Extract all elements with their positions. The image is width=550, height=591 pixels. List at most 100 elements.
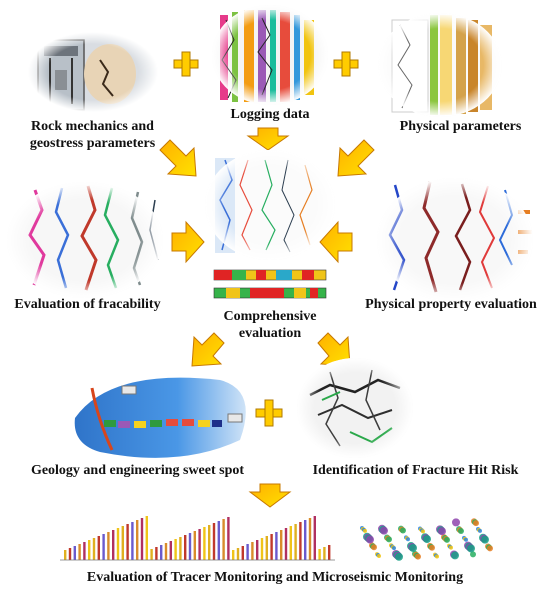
tracer-bar bbox=[318, 549, 321, 560]
tracer-bar bbox=[232, 550, 235, 560]
tracer-bar bbox=[97, 536, 100, 560]
microseismic-event bbox=[435, 554, 439, 559]
tracer-bar bbox=[299, 522, 302, 560]
tracer-bar bbox=[227, 517, 230, 560]
tracer-bar bbox=[246, 544, 249, 560]
microseismic-event bbox=[449, 545, 453, 550]
label-physical-parameters: Physical parameters bbox=[399, 119, 522, 134]
label-comprehensive: Comprehensive evaluation bbox=[223, 309, 317, 341]
tracer-bar bbox=[284, 528, 288, 560]
tracer-bar bbox=[294, 524, 297, 560]
tracer-bar bbox=[140, 518, 144, 560]
tracer-bar bbox=[150, 549, 153, 560]
logging-data-image bbox=[212, 5, 328, 105]
label-fracability: Evaluation of fracability bbox=[14, 297, 161, 312]
tracer-bar bbox=[308, 518, 312, 560]
label-fracture-hit: Identification of Fracture Hit Risk bbox=[312, 463, 519, 478]
tracer-bar bbox=[208, 525, 211, 560]
tracer-bar bbox=[112, 530, 115, 560]
arrow-diag-right bbox=[337, 139, 375, 177]
tracer-bar bbox=[73, 546, 76, 560]
microseismic-event bbox=[371, 544, 377, 551]
tracer-bar bbox=[212, 523, 216, 560]
microseismic-event bbox=[409, 543, 417, 552]
microseismic-event bbox=[451, 551, 459, 560]
tracer-bar bbox=[280, 530, 283, 560]
tracer-bar bbox=[222, 519, 225, 560]
tracer-bar bbox=[126, 524, 129, 560]
microseismic-event bbox=[467, 544, 475, 553]
label-rock-mechanics: Rock mechanics and geostress parameters bbox=[29, 119, 156, 151]
microseismic-event bbox=[481, 535, 489, 544]
tracer-bar bbox=[107, 532, 110, 560]
label-sweet-spot: Geology and engineering sweet spot bbox=[30, 463, 245, 478]
evaluation-bar-1 bbox=[213, 269, 327, 281]
sweet-spot-image bbox=[74, 377, 246, 458]
microseismic-event bbox=[438, 527, 446, 536]
microseismic-event bbox=[392, 546, 396, 551]
tracer-bar bbox=[270, 534, 273, 560]
microseismic-event bbox=[458, 528, 464, 535]
microseismic-event bbox=[363, 528, 367, 533]
microseismic-event bbox=[470, 551, 476, 558]
tracer-bar bbox=[328, 545, 331, 560]
microseismic-event bbox=[366, 535, 374, 544]
microseismic-event bbox=[386, 536, 392, 543]
microseismic-event bbox=[380, 526, 388, 535]
tracer-bar bbox=[179, 537, 182, 560]
tracer-bar bbox=[131, 522, 134, 560]
physical-property-image bbox=[377, 178, 533, 302]
tracer-bar bbox=[78, 544, 81, 560]
tracer-bar bbox=[256, 540, 259, 560]
tracer-bar bbox=[289, 526, 292, 560]
tracer-bar bbox=[260, 538, 264, 560]
tracer-bar bbox=[323, 547, 326, 560]
tracer-bar bbox=[188, 533, 192, 560]
microseismic-event bbox=[473, 520, 479, 527]
evaluation-bar-2 bbox=[213, 287, 327, 299]
tracer-bar bbox=[304, 520, 307, 560]
microseismic-cloud-image bbox=[360, 518, 493, 561]
tracer-bar bbox=[193, 531, 196, 560]
microseismic-event bbox=[400, 527, 406, 534]
microseismic-event bbox=[452, 518, 460, 527]
tracer-bar bbox=[198, 529, 201, 560]
tracer-bar bbox=[68, 548, 72, 560]
fracability-image bbox=[7, 182, 163, 298]
plus-sign-2 bbox=[333, 51, 359, 77]
tracer-bar bbox=[83, 542, 86, 560]
tracer-bar bbox=[92, 538, 96, 560]
tracer-bar bbox=[102, 534, 105, 560]
tracer-bar bbox=[116, 528, 120, 560]
comprehensive-logs-image bbox=[205, 150, 335, 260]
microseismic-event bbox=[423, 535, 431, 544]
tracer-bar bbox=[236, 548, 240, 560]
tracer-bar bbox=[184, 535, 187, 560]
microseismic-event bbox=[464, 537, 468, 542]
tracer-bar bbox=[88, 540, 91, 560]
microseismic-event bbox=[406, 537, 410, 542]
fracture-network-image bbox=[297, 358, 413, 458]
physical-parameters-image bbox=[378, 13, 502, 117]
tracer-bar bbox=[174, 539, 177, 560]
microseismic-event bbox=[487, 545, 493, 552]
microseismic-event bbox=[429, 544, 435, 551]
rock-mechanics-image bbox=[28, 32, 158, 112]
tracer-bar bbox=[155, 547, 158, 560]
arrow-diag-left bbox=[159, 139, 197, 177]
arrow-down-1 bbox=[246, 127, 290, 151]
tracer-bar bbox=[241, 546, 244, 560]
plus-sign-3 bbox=[255, 399, 283, 427]
microseismic-event bbox=[444, 536, 450, 543]
tracer-bar bbox=[275, 532, 278, 560]
arrow-down-2 bbox=[248, 483, 292, 508]
tracer-bar bbox=[169, 541, 172, 560]
tracer-bar bbox=[313, 516, 316, 560]
tracer-bar bbox=[121, 526, 124, 560]
arrow-down-right bbox=[317, 332, 351, 367]
tracer-bar bbox=[136, 520, 139, 560]
label-physical-property: Physical property evaluation bbox=[365, 297, 537, 312]
plus-sign-1 bbox=[173, 51, 199, 77]
